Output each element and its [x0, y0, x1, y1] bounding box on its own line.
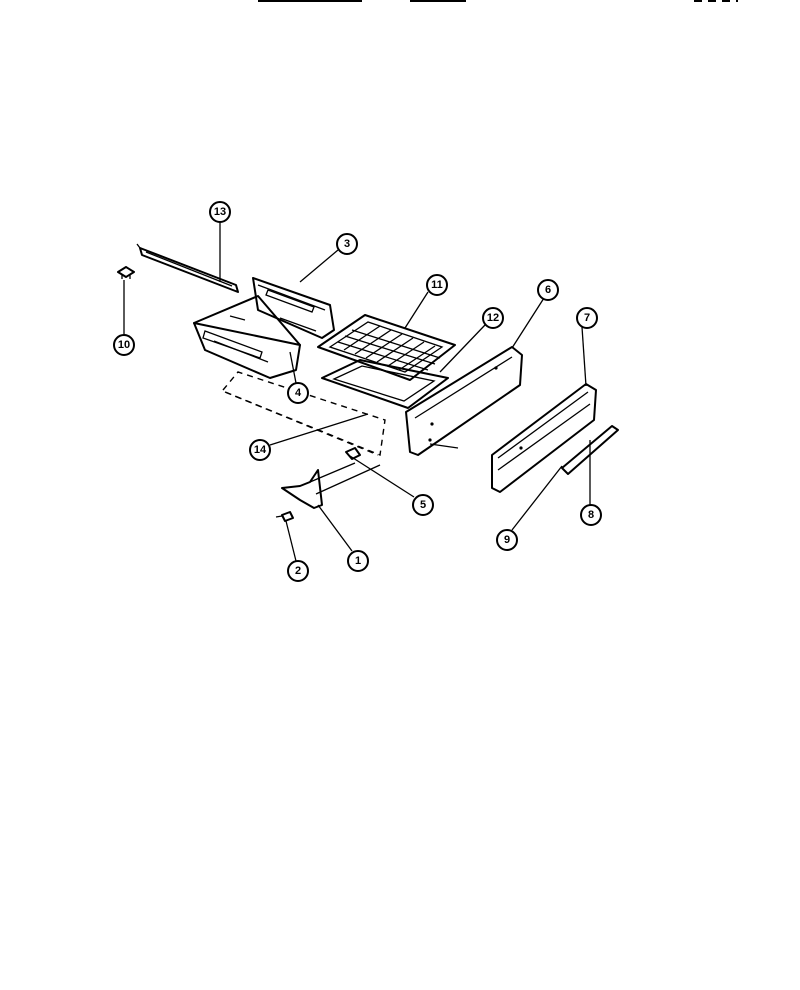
- callout-11: 11: [426, 274, 448, 296]
- callout-13: 13: [209, 201, 231, 223]
- callout-7: 7: [576, 307, 598, 329]
- drawer-outline-dashed: [222, 371, 386, 456]
- callout-10: 10: [113, 334, 135, 356]
- callout-14: 14: [249, 439, 271, 461]
- callout-10-label: 10: [118, 339, 130, 351]
- callout-12-label: 12: [487, 312, 499, 324]
- callout-9: 9: [496, 529, 518, 551]
- callout-5-label: 5: [420, 499, 426, 511]
- callout-4: 4: [287, 382, 309, 404]
- part-13-slide-rail: [136, 243, 239, 293]
- callout-2: 2: [287, 560, 309, 582]
- callout-3: 3: [336, 233, 358, 255]
- part-2-screw: [275, 511, 294, 522]
- callout-6-label: 6: [545, 284, 551, 296]
- callout-1: 1: [347, 550, 369, 572]
- callout-4-label: 4: [295, 387, 302, 399]
- part-10-screw: [117, 266, 135, 279]
- callout-12: 12: [482, 307, 504, 329]
- callout-7-label: 7: [584, 312, 590, 324]
- part-7-outer-panel: [491, 383, 597, 493]
- callout-5: 5: [412, 494, 434, 516]
- callout-3-label: 3: [344, 238, 350, 250]
- callout-9-label: 9: [504, 534, 510, 546]
- callout-13-label: 13: [214, 206, 226, 218]
- part-8-handle: [561, 425, 619, 475]
- part-12-broiler-pan: [321, 359, 449, 409]
- callout-14-label: 14: [254, 444, 267, 456]
- callout-6: 6: [537, 279, 559, 301]
- callout-2-label: 2: [295, 565, 301, 577]
- part-3-broiler-tray: [252, 277, 335, 339]
- part-6-inner-panel: [405, 346, 523, 456]
- callout-8: 8: [580, 504, 602, 526]
- callout-11-label: 11: [431, 279, 443, 291]
- part-4-drawer-body: [193, 295, 301, 379]
- callout-1-label: 1: [355, 555, 361, 567]
- callout-8-label: 8: [588, 509, 594, 521]
- leader-lines: [123, 222, 591, 562]
- part-1-bracket: [281, 462, 381, 509]
